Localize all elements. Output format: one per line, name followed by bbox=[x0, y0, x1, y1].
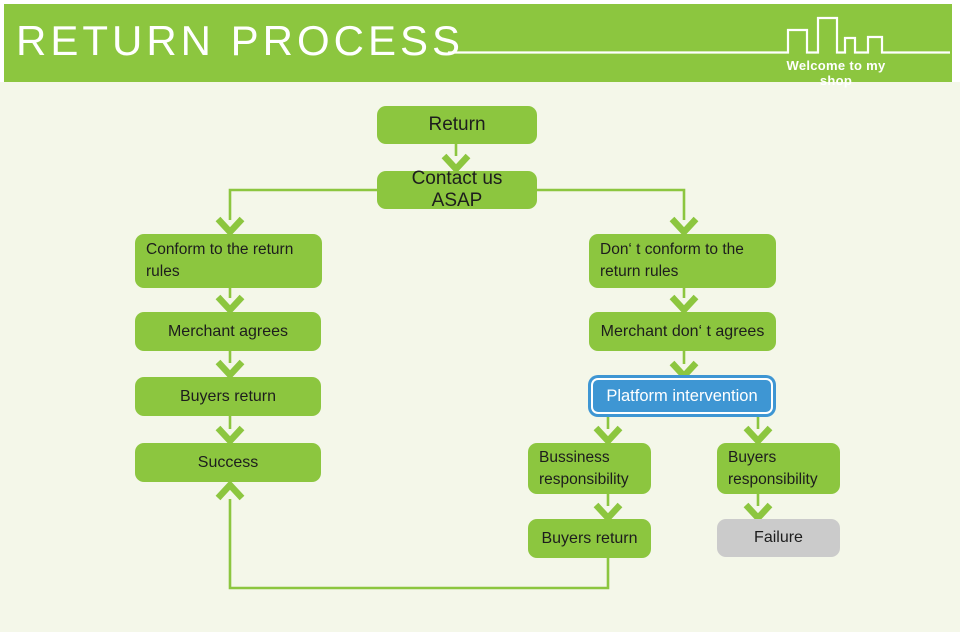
flow-node-merchant-agrees: Merchant agrees bbox=[135, 312, 321, 351]
flow-node-dont-conform-rules: Don‘ t conform to the return rules bbox=[589, 234, 776, 288]
flow-node-platform-intervention: Platform intervention bbox=[591, 378, 773, 414]
flow-node-merchant-dont-agrees: Merchant don‘ t agrees bbox=[589, 312, 776, 351]
page-title: RETURN PROCESS bbox=[16, 17, 465, 64]
flow-node-buyers-responsibility: Buyers responsibility bbox=[717, 443, 840, 494]
flow-node-failure: Failure bbox=[717, 519, 840, 557]
flow-node-buyers-return-right: Buyers return bbox=[528, 519, 651, 558]
header-tagline: Welcome to my shop bbox=[786, 58, 886, 88]
flow-node-business-responsibility: Bussiness responsibility bbox=[528, 443, 651, 494]
flow-node-success: Success bbox=[135, 443, 321, 482]
flow-node-buyers-return-left: Buyers return bbox=[135, 377, 321, 416]
flow-node-conform-rules: Conform to the return rules bbox=[135, 234, 322, 288]
bottom-divider bbox=[0, 632, 960, 636]
flow-node-return: Return bbox=[377, 106, 537, 144]
flow-node-contact-us-asap: Contact us ASAP bbox=[377, 168, 537, 211]
